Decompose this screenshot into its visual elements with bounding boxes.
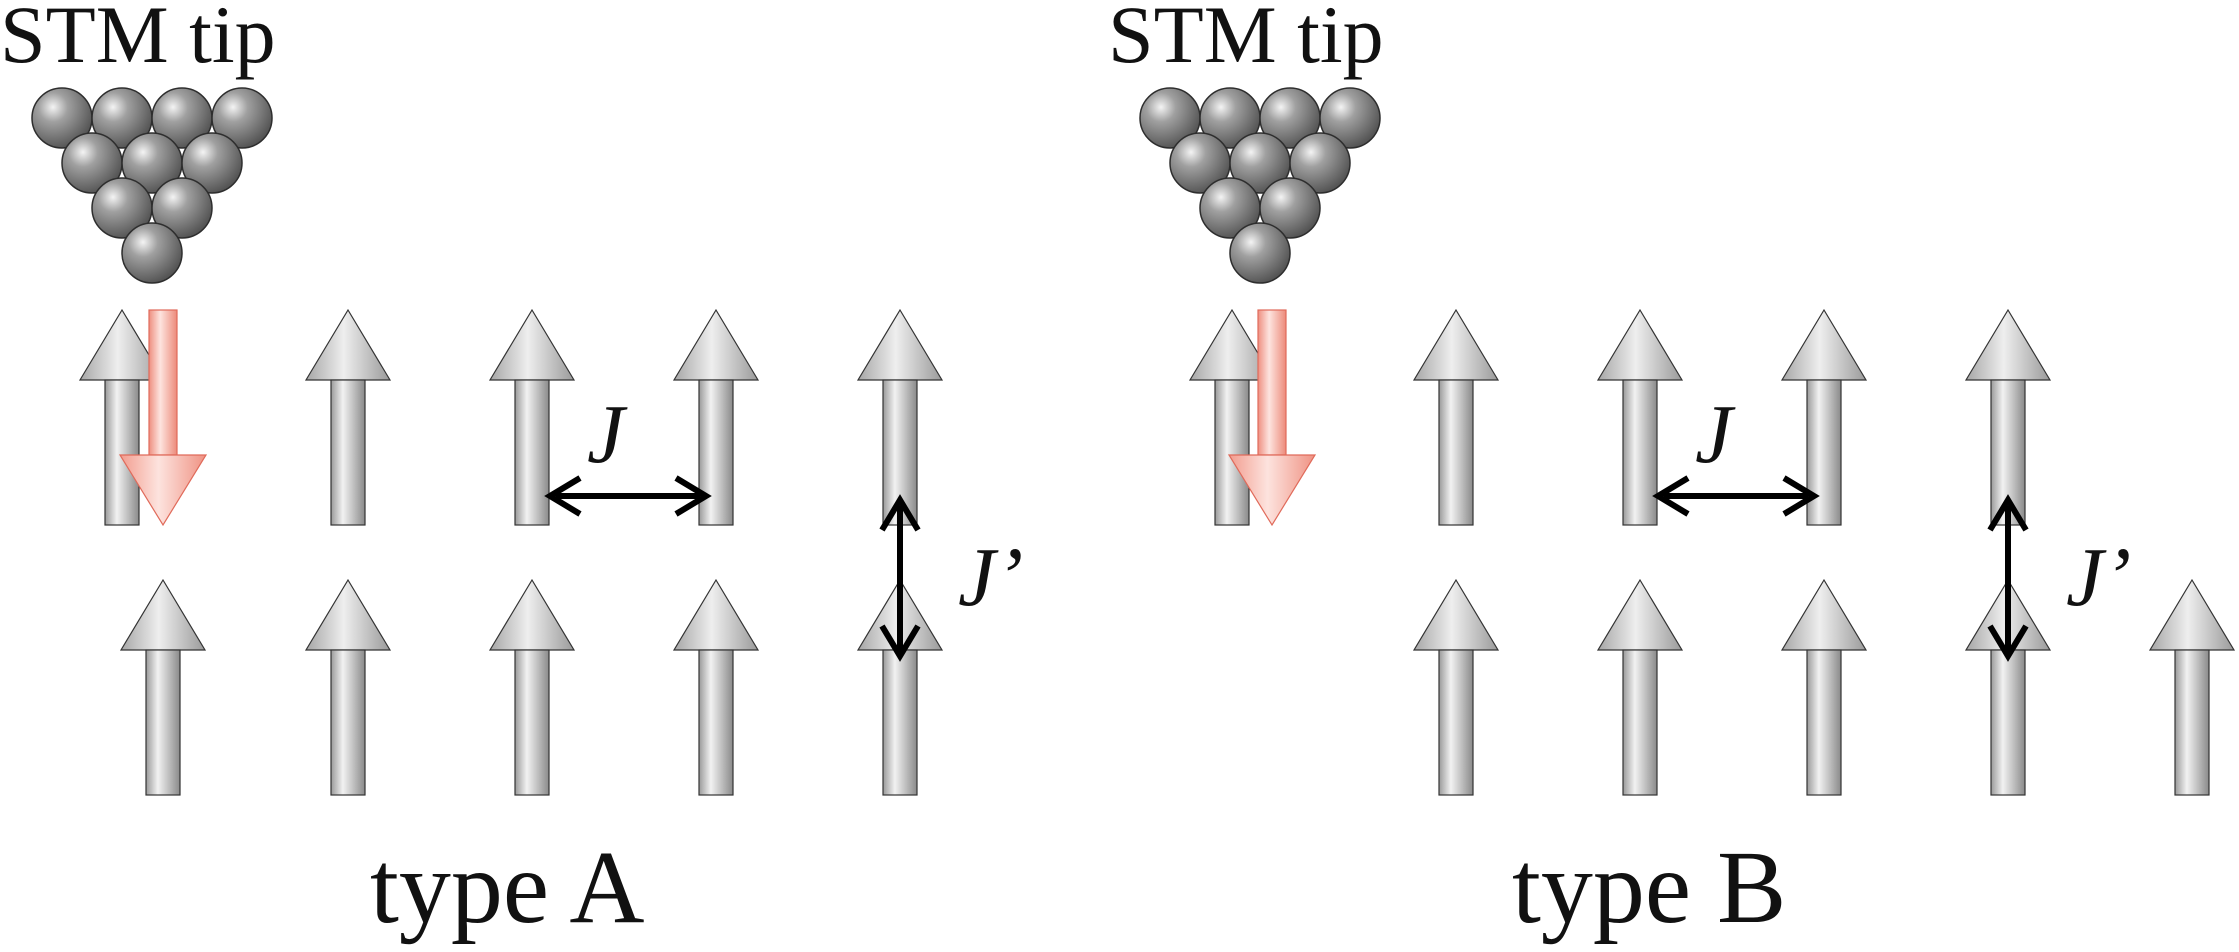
spin-flipped-down-arrow xyxy=(118,309,208,527)
spin-up-arrow xyxy=(1596,578,1684,796)
spin-up-arrow xyxy=(672,308,760,526)
spin-up-arrow xyxy=(672,578,760,796)
spin-up-arrow xyxy=(1780,578,1868,796)
spin-flipped-down-arrow xyxy=(1227,309,1317,527)
spin-up-arrow xyxy=(304,578,392,796)
spin-up-arrow xyxy=(1188,308,1276,526)
spin-up-arrow xyxy=(1412,578,1500,796)
stm-tip-atoms xyxy=(1139,87,1381,284)
coupling-j-label: J xyxy=(587,388,628,481)
spin-up-arrow xyxy=(304,308,392,526)
spin-up-arrow xyxy=(78,308,166,526)
spin-up-arrow xyxy=(488,578,576,796)
coupling-j-prime-label: J’ xyxy=(2066,531,2131,624)
spin-up-arrow xyxy=(1964,308,2052,526)
stm-tip-label: STM tip xyxy=(1108,0,1384,80)
coupling-j-prime-arrow xyxy=(879,494,921,662)
coupling-j-prime-arrow xyxy=(1987,494,2029,662)
spin-up-arrow xyxy=(2148,578,2236,796)
type-a-label: type A xyxy=(370,830,644,945)
spin-up-arrow xyxy=(119,578,207,796)
spin-up-arrow xyxy=(1596,308,1684,526)
spin-up-arrow xyxy=(856,308,944,526)
type-b-label: type B xyxy=(1512,830,1786,945)
spin-up-arrow xyxy=(1412,308,1500,526)
panel-type-a: STM tip xyxy=(0,0,1023,945)
spin-up-arrow xyxy=(488,308,576,526)
spin-up-arrow xyxy=(1780,308,1868,526)
spin-up-arrow xyxy=(856,578,944,796)
stm-tip-atoms xyxy=(31,87,273,284)
coupling-j-arrow xyxy=(1652,475,1820,517)
coupling-j-arrow xyxy=(544,475,712,517)
coupling-j-prime-label: J’ xyxy=(958,531,1023,624)
panel-type-b: STM tip xyxy=(1108,0,2236,945)
stm-tip-label: STM tip xyxy=(0,0,276,80)
coupling-j-label: J xyxy=(1695,388,1736,481)
